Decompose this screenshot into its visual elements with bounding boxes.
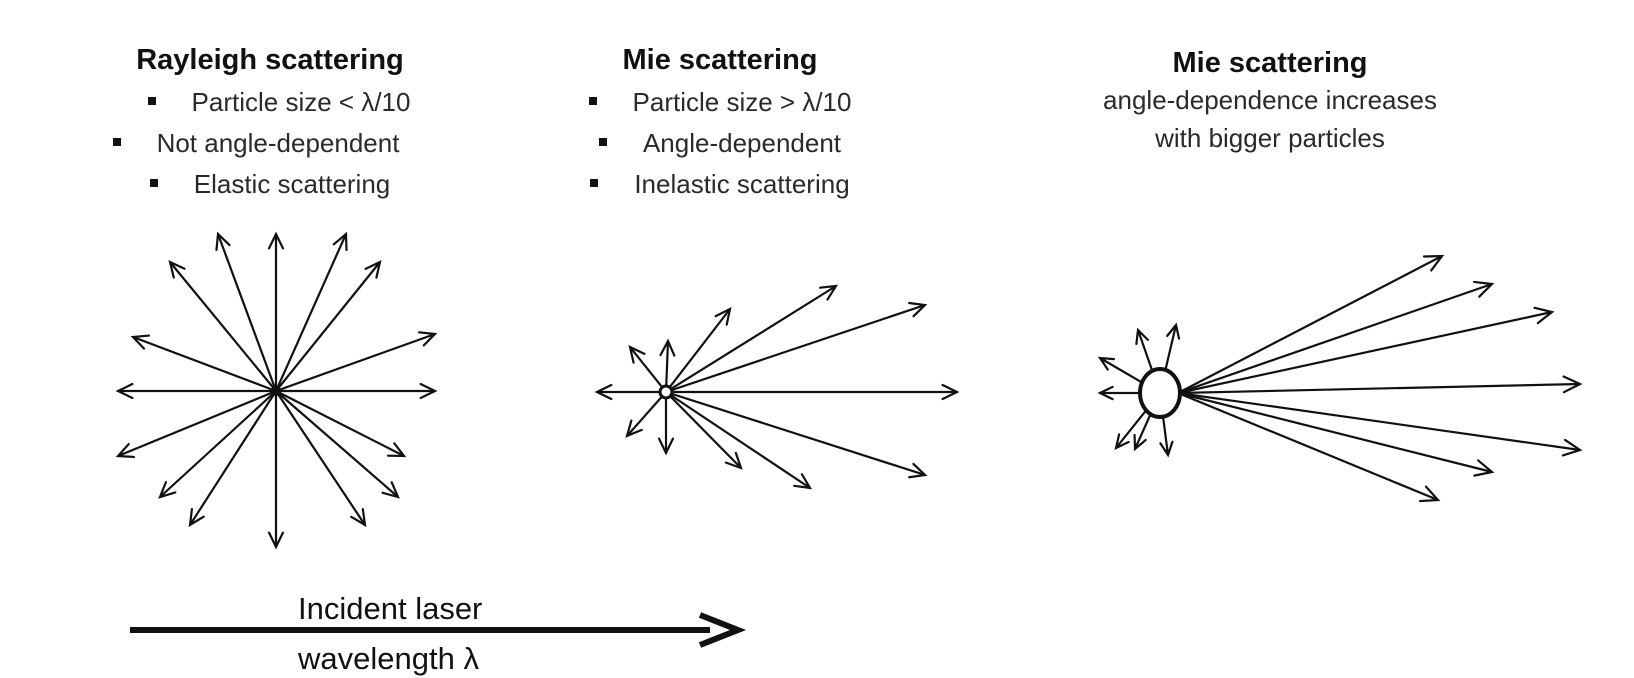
mie-small-bullet: Angle-dependent [560, 123, 880, 164]
bullet-square-icon [112, 138, 121, 147]
bullet-square-icon [590, 179, 599, 188]
bullet-square-icon [588, 97, 597, 106]
scatter-arrow [665, 306, 732, 393]
scatter-arrow [628, 345, 667, 393]
mie-large-subtitle-1: angle-dependence increases [1103, 85, 1437, 115]
mie-large-title: Mie scattering [1172, 47, 1368, 79]
mie-small-title: Mie scattering [622, 44, 818, 76]
bullet-square-icon [598, 138, 607, 147]
scatter-arrow [274, 231, 348, 392]
scatter-arrow [115, 389, 277, 459]
scatter-arrow [657, 392, 675, 456]
scatter-arrow [665, 301, 928, 394]
scatter-arrow [1177, 280, 1495, 395]
scatter-arrow [267, 391, 285, 550]
scatter-arrow [215, 231, 278, 392]
mie-small-scatter-arrows [594, 284, 960, 490]
incident-laser-arrow [130, 612, 747, 648]
scatter-arrow [1177, 391, 1495, 477]
scatter-arrow [625, 391, 667, 438]
scatter-arrow [168, 260, 277, 392]
mie-large-header: Mie scattering angle-dependence increase… [1040, 45, 1500, 157]
scatter-arrow [275, 260, 382, 392]
bullet-square-icon [147, 97, 156, 106]
scatter-arrow [1177, 391, 1583, 457]
wavelength-label: wavelength λ [298, 641, 479, 676]
scatter-arrow [188, 390, 277, 528]
mie-small-bullet: Inelastic scattering [560, 164, 880, 205]
scatter-arrow [275, 390, 407, 458]
mie-small-header: Mie scattering Particle size > λ/10 Angl… [560, 42, 880, 205]
scatter-arrow [665, 284, 839, 393]
mie-small-particle [658, 384, 674, 400]
incident-laser-label: Incident laser [298, 591, 483, 626]
rayleigh-bullet: Elastic scattering [90, 164, 450, 205]
rayleigh-title: Rayleigh scattering [136, 44, 404, 76]
rayleigh-scatter-arrows [115, 231, 438, 550]
scatter-arrow [275, 390, 400, 499]
rayleigh-bullet: Not angle-dependent [62, 123, 450, 164]
scatter-arrow [594, 383, 666, 401]
mie-large-subtitle-2: with bigger particles [1155, 123, 1385, 153]
mie-large-particle [1138, 367, 1182, 419]
scatter-arrow [130, 334, 277, 393]
bullet-square-icon [149, 179, 158, 188]
scatter-arrow [1177, 254, 1445, 394]
scatter-arrow [275, 390, 367, 528]
scatter-arrow [1177, 391, 1441, 503]
scatter-arrow [666, 383, 960, 401]
scatter-arrow [665, 391, 743, 470]
rayleigh-bullet: Particle size < λ/10 [90, 82, 450, 123]
scatter-arrow [665, 391, 813, 490]
rayleigh-particle [271, 386, 281, 396]
scatter-arrow [276, 382, 438, 400]
scatter-arrow [158, 390, 277, 499]
scatter-arrow [659, 338, 676, 393]
mie-small-bullet-list: Particle size > λ/10 Angle-dependent Ine… [560, 82, 880, 205]
rayleigh-header: Rayleigh scattering Particle size < λ/10… [90, 42, 450, 205]
scatter-arrow [1177, 375, 1583, 395]
scatter-arrow [1177, 306, 1555, 395]
scatter-arrow [115, 382, 276, 400]
rayleigh-bullet-list: Particle size < λ/10 Not angle-dependent… [90, 82, 450, 205]
mie-small-bullet: Particle size > λ/10 [560, 82, 880, 123]
scatter-arrow [275, 331, 438, 393]
scatter-arrow [267, 231, 285, 391]
scatter-arrow [665, 390, 928, 479]
